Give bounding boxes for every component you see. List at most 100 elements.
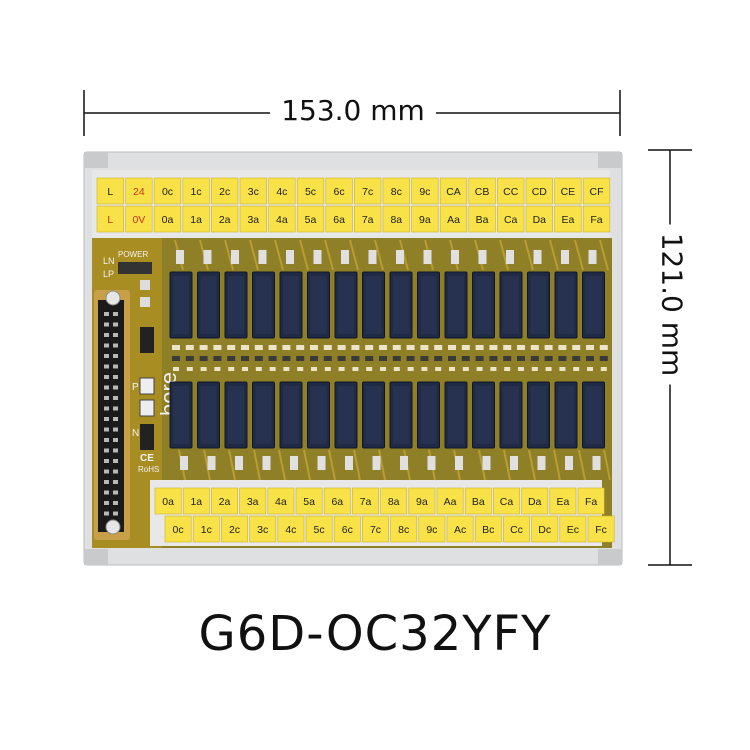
fuse-top (140, 327, 154, 353)
smd-diode (600, 367, 607, 371)
terminal-cell (446, 515, 474, 543)
smd-diode (380, 367, 386, 371)
terminal-cell (325, 205, 353, 233)
smd-resistor (351, 345, 360, 350)
smd-transistor (172, 356, 180, 361)
smd-resistor (199, 345, 208, 350)
connector-pin (104, 396, 109, 400)
smd-resistor (461, 345, 470, 350)
led-bottom (592, 456, 601, 470)
smd-resistor (227, 345, 236, 350)
terminal-label: 1a (190, 214, 202, 226)
label-n: N (132, 428, 139, 439)
terminal-cell (182, 177, 210, 205)
led-bottom (235, 456, 243, 470)
terminal-cell (439, 177, 468, 205)
width-dimension-label: 153.0 mm (270, 94, 436, 127)
connector-pin (104, 448, 109, 453)
terminal-cell (125, 177, 153, 205)
smd-diode (545, 367, 552, 371)
led-bottom (372, 456, 381, 470)
connector-pin (113, 333, 118, 337)
terminal-cell (323, 487, 351, 515)
smd-resistor (586, 345, 594, 350)
smd-resistor (503, 345, 512, 350)
smd-components-row (172, 250, 608, 470)
terminal-label: Ca (504, 214, 518, 226)
smd-diode (269, 367, 276, 371)
terminal-cell (325, 177, 353, 205)
connector-pin (104, 364, 109, 369)
led-bottom (262, 456, 271, 470)
terminal-label: CD (532, 186, 548, 198)
led-top (396, 250, 404, 264)
terminal-label: Ac (454, 524, 466, 536)
terminal-cell (503, 515, 530, 543)
pcb-trace (303, 449, 311, 481)
smd-transistor (544, 356, 553, 361)
terminal-cell (474, 515, 502, 543)
smd-transistor (461, 356, 470, 361)
connector-pin (104, 354, 109, 358)
led-bottom (565, 456, 573, 470)
terminal-cell (408, 487, 436, 515)
terminal-label: Ea (561, 214, 574, 226)
terminal-cell (96, 177, 124, 205)
smd-diode (214, 367, 221, 371)
terminal-cell (531, 515, 559, 543)
terminal-label: Fc (595, 524, 607, 536)
led-bottom (537, 456, 546, 470)
pcb-trace (353, 449, 361, 481)
terminal-label: L (107, 186, 113, 198)
relay-face (255, 276, 272, 334)
smd-resistor (241, 345, 249, 350)
smd-transistor (323, 356, 332, 361)
terminal-label: CA (446, 186, 461, 198)
smd-transistor (351, 356, 360, 361)
pcb-trace (349, 239, 359, 271)
terminal-label: 9a (419, 214, 431, 226)
smd-transistor (503, 356, 512, 361)
smd-diode (242, 367, 248, 371)
connector-pin (104, 490, 109, 495)
smd-diode (462, 367, 469, 371)
terminal-label: 2c (229, 524, 240, 536)
smd-diode (186, 367, 193, 371)
relay-face (503, 386, 519, 444)
smd-resistor (434, 345, 443, 350)
connector-pin (113, 490, 118, 495)
smd-diode (338, 367, 345, 371)
smd-transistor (392, 356, 401, 361)
terminal-cell (239, 205, 267, 233)
terminal-cell (295, 487, 323, 515)
terminal-cell (296, 205, 325, 233)
terminal-label: Ea (556, 496, 569, 508)
smd-transistor (586, 356, 594, 361)
terminal-label: 9a (416, 496, 428, 508)
terminal-label: 8a (390, 214, 402, 226)
terminal-label: 0a (162, 496, 174, 508)
terminal-cell (354, 205, 382, 233)
connector-pin (104, 501, 109, 505)
smd-diode (476, 367, 483, 371)
smd-resistor (185, 345, 194, 350)
terminal-label: Da (528, 496, 542, 508)
terminal-label: 7c (370, 524, 381, 536)
pcb-trace (249, 239, 259, 271)
connector-pin (104, 511, 109, 516)
pcb-trace (374, 239, 384, 271)
relay-face (585, 386, 602, 444)
terminal-label: Ca (500, 496, 514, 508)
connector-pin (104, 406, 109, 411)
pcb-trace (549, 239, 559, 271)
terminal-label: 8a (388, 496, 400, 508)
terminal-cell (333, 515, 361, 543)
terminal-label: 9c (426, 524, 437, 536)
terminal-cell (554, 177, 582, 205)
connector-pin (104, 343, 109, 348)
